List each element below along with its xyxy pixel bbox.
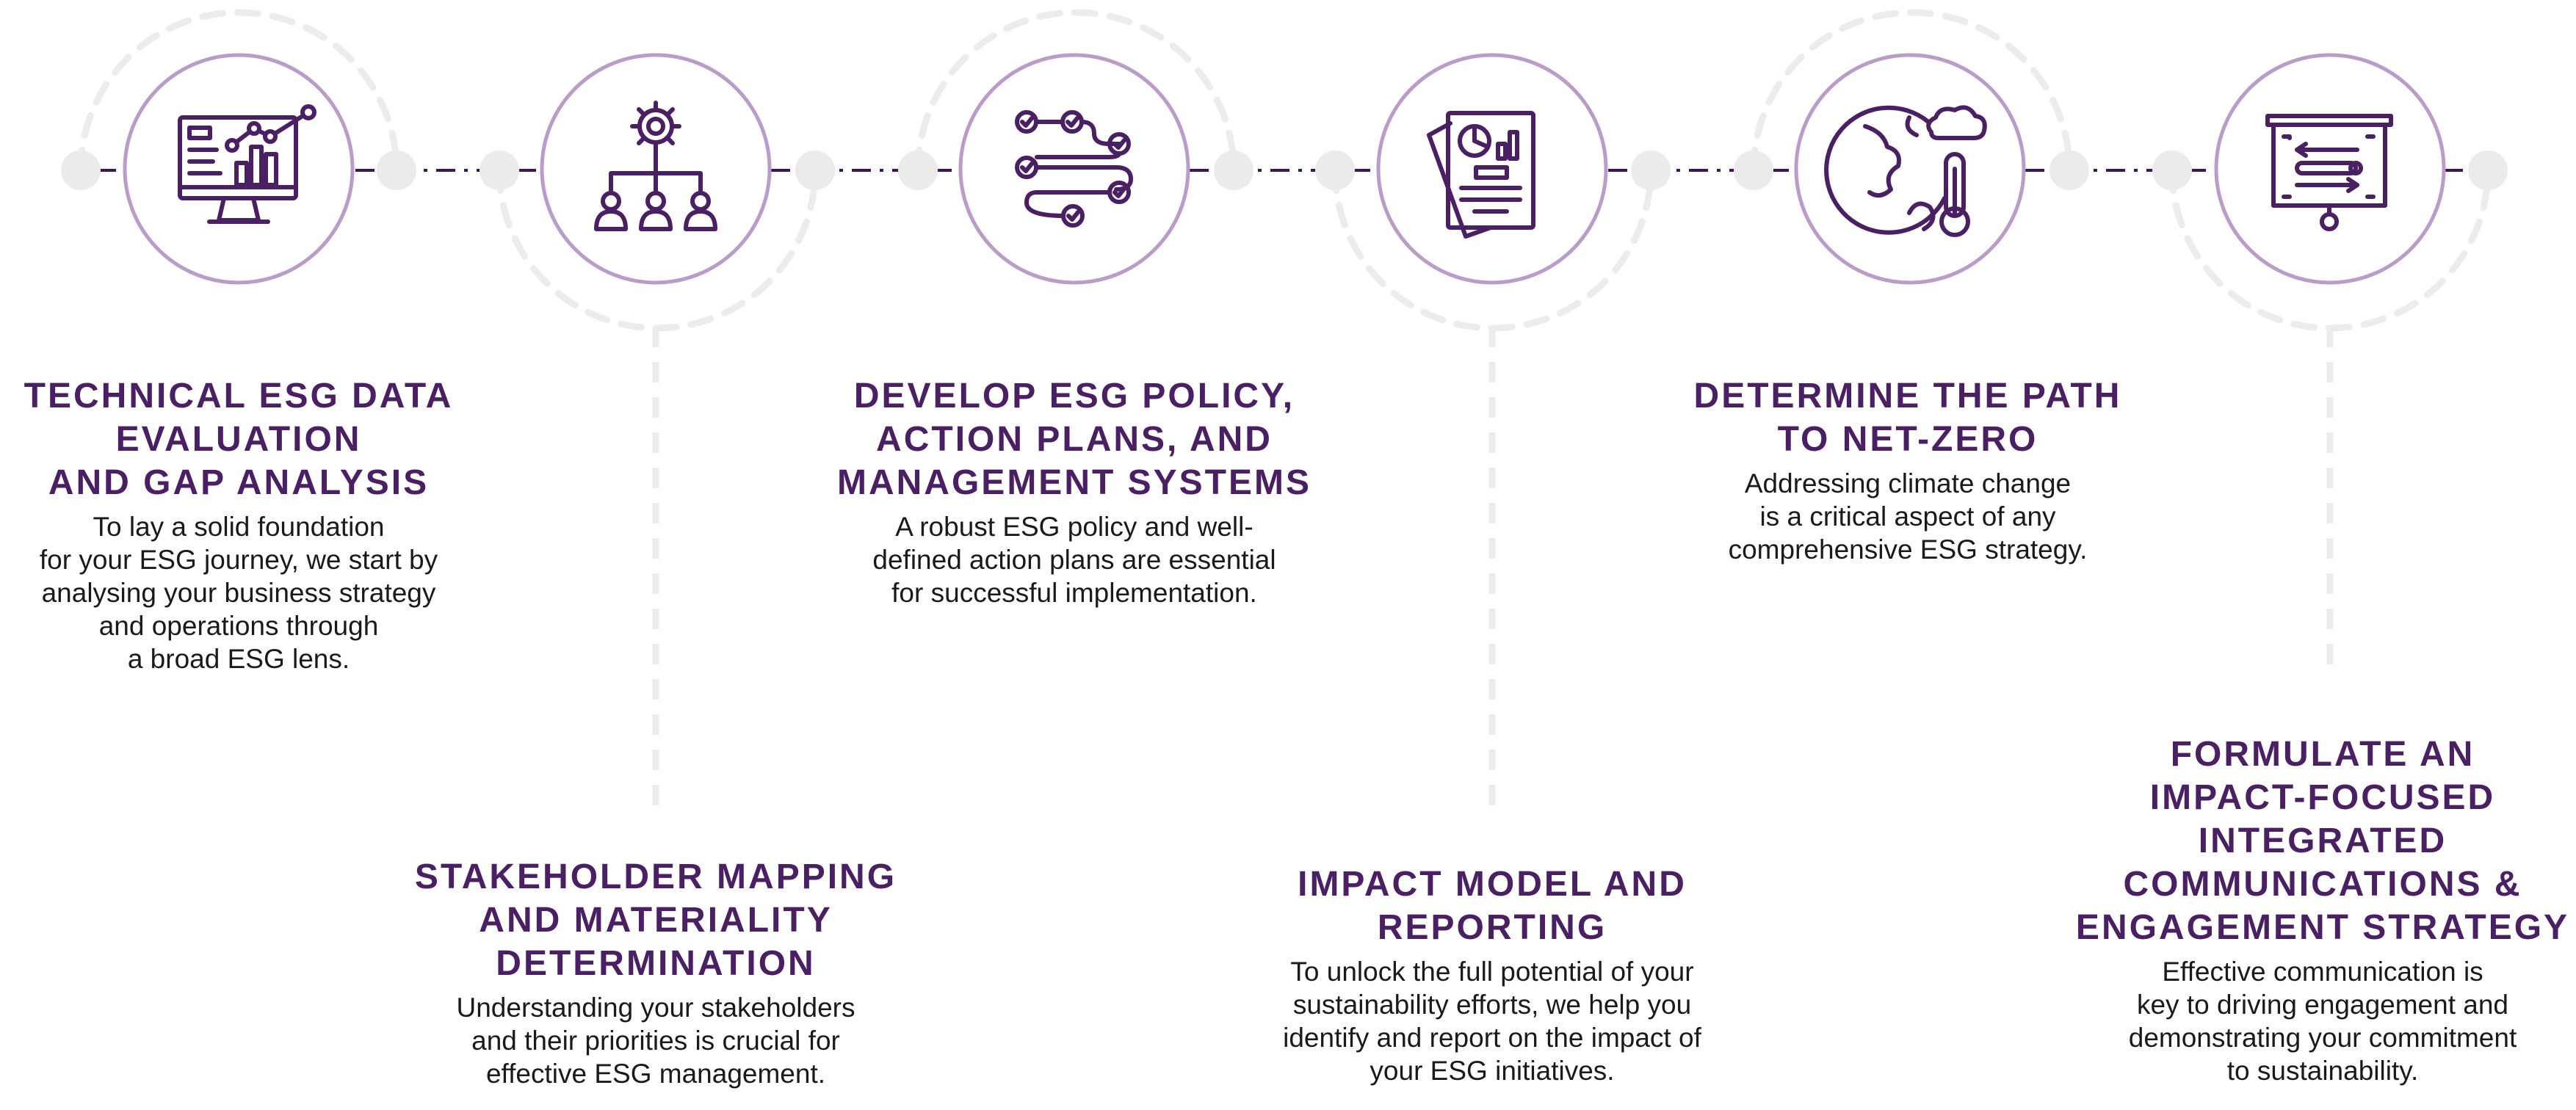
step-2-title-line: AND MATERIALITY <box>479 901 833 940</box>
step-6: FORMULATE AN IMPACT-FOCUSED INTEGRATED C… <box>2069 733 2576 1087</box>
report-document-icon <box>1427 111 1535 239</box>
step-4-title-line: IMPACT MODEL AND <box>1298 865 1687 904</box>
step-3: DEVELOP ESG POLICY, ACTION PLANS, AND MA… <box>817 374 1331 609</box>
step-6-text-line: to sustainability. <box>2226 1056 2419 1086</box>
vertical-guides <box>652 327 2334 811</box>
step-2-text-line: Understanding your stakeholders <box>456 993 855 1023</box>
track-dots <box>61 150 2508 190</box>
step-4-text-line: your ESG initiatives. <box>1370 1056 1615 1086</box>
step-2-text-line: and their priorities is crucial for <box>471 1026 840 1056</box>
globe-thermometer-icon <box>1824 105 1987 237</box>
step-1: TECHNICAL ESG DATA EVALUATION AND GAP AN… <box>0 374 477 675</box>
step-1-text-line: To lay a solid foundation <box>93 512 385 542</box>
step-3-text-line: for successful implementation. <box>891 578 1257 608</box>
step-6-title-line: FORMULATE AN <box>2170 735 2475 774</box>
checklist-flow-icon <box>1015 110 1133 228</box>
step-3-text-line: A robust ESG policy and well- <box>895 512 1253 542</box>
step-6-text-line: key to driving engagement and <box>2136 990 2508 1020</box>
step-6-title-line: INTEGRATED <box>2198 821 2447 860</box>
step-1-title-line: TECHNICAL ESG DATA <box>23 377 454 416</box>
step-1-text-line: analysing your business strategy <box>41 578 436 608</box>
step-3-title-line: DEVELOP ESG POLICY, <box>853 377 1295 416</box>
step-5: DETERMINE THE PATH TO NET-ZERO Addressin… <box>1654 374 2161 566</box>
node-rings <box>123 53 2446 285</box>
step-5-title: DETERMINE THE PATH TO NET-ZERO <box>1654 374 2161 461</box>
step-2-title-line: STAKEHOLDER MAPPING <box>414 857 897 896</box>
step-3-title-line: ACTION PLANS, AND <box>876 420 1273 459</box>
step-6-title: FORMULATE AN IMPACT-FOCUSED INTEGRATED C… <box>2069 733 2576 949</box>
step-5-title-line: DETERMINE THE PATH <box>1693 377 2122 416</box>
step-4: IMPACT MODEL AND REPORTING To unlock the… <box>1228 863 1756 1087</box>
step-5-text-line: Addressing climate change <box>1744 468 2072 498</box>
step-1-text-line: and operations through <box>98 611 379 641</box>
step-3-text-line: defined action plans are essential <box>872 545 1276 575</box>
step-5-title-line: TO NET-ZERO <box>1777 420 2038 459</box>
step-6-title-line: IMPACT-FOCUSED <box>2149 778 2496 817</box>
step-2-title: STAKEHOLDER MAPPING AND MATERIALITY DETE… <box>406 855 905 985</box>
step-1-text-line: a broad ESG lens. <box>127 644 350 674</box>
step-6-title-line: COMMUNICATIONS & <box>2123 865 2522 904</box>
step-6-description: Effective communication is key to drivin… <box>2069 955 2576 1087</box>
step-6-text-line: demonstrating your commitment <box>2128 1023 2517 1053</box>
step-3-description: A robust ESG policy and well- defined ac… <box>817 510 1331 609</box>
step-3-title: DEVELOP ESG POLICY, ACTION PLANS, AND MA… <box>817 374 1331 504</box>
step-6-title-line: ENGAGEMENT STRATEGY <box>2075 908 2570 947</box>
step-1-title: TECHNICAL ESG DATA EVALUATION AND GAP AN… <box>0 374 477 504</box>
step-5-text-line: is a critical aspect of any <box>1759 501 2056 532</box>
monitor-chart-icon <box>178 104 316 224</box>
step-2: STAKEHOLDER MAPPING AND MATERIALITY DETE… <box>406 855 905 1090</box>
step-3-title-line: MANAGEMENT SYSTEMS <box>836 463 1312 502</box>
step-2-title-line: DETERMINATION <box>496 944 816 983</box>
step-1-text-line: for your ESG journey, we start by <box>39 545 438 575</box>
step-4-text-line: identify and report on the impact of <box>1283 1023 1701 1053</box>
step-2-description: Understanding your stakeholders and thei… <box>406 991 905 1090</box>
step-1-title-line: AND GAP ANALYSIS <box>48 463 430 502</box>
step-6-text-line: Effective communication is <box>2162 957 2483 987</box>
presentation-board-icon <box>2265 114 2393 231</box>
step-2-text-line: effective ESG management. <box>485 1059 826 1089</box>
step-4-title-line: REPORTING <box>1377 908 1607 947</box>
step-4-text-line: To unlock the full potential of your <box>1290 957 1694 987</box>
org-chart-gear-icon <box>594 101 717 231</box>
step-4-description: To unlock the full potential of your sus… <box>1228 955 1756 1087</box>
step-4-text-line: sustainability efforts, we help you <box>1292 990 1692 1020</box>
step-4-title: IMPACT MODEL AND REPORTING <box>1228 863 1756 949</box>
step-5-description: Addressing climate change is a critical … <box>1654 467 2161 566</box>
step-1-title-line: EVALUATION <box>115 420 362 459</box>
step-1-description: To lay a solid foundation for your ESG j… <box>0 510 477 675</box>
step-5-text-line: comprehensive ESG strategy. <box>1728 534 2088 565</box>
